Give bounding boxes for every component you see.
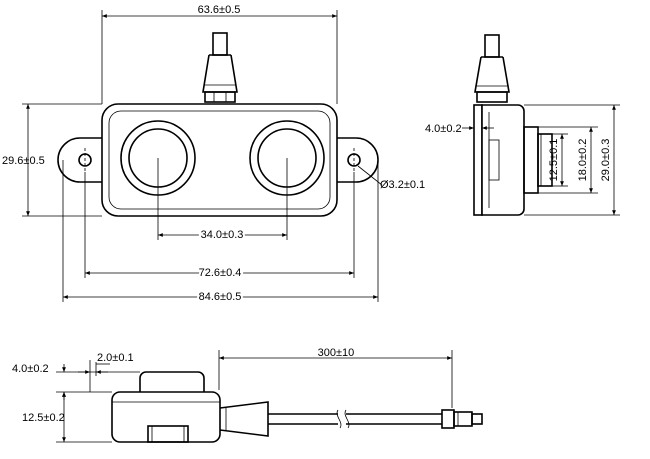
dim-body-height: 12.5±0.2: [22, 412, 65, 424]
dim-height-left: 29.6±0.5: [2, 155, 45, 167]
dim-overall-width: 84.6±0.5: [199, 291, 242, 303]
dim-hole-spacing: 72.6±0.4: [199, 267, 242, 279]
side-view: 4.0±0.2 12.5±0.1 18.0±0.2 29.0±0.3: [425, 34, 620, 216]
dim-width-top: 63.6±0.5: [198, 4, 241, 16]
dim-hole-diameter: Ø3.2±0.1: [380, 179, 425, 191]
main-body: [101, 103, 338, 217]
connector-top: [202, 32, 238, 103]
dim-sensor-spacing: 34.0±0.3: [201, 229, 244, 241]
dim-flange-thickness: 4.0±0.2: [425, 123, 462, 135]
svg-text:34.0±0.3: 34.0±0.3: [201, 229, 244, 241]
dim-lip: 2.0±0.1: [97, 352, 134, 364]
dim-top-step: 4.0±0.2: [12, 363, 49, 375]
dim-overall-height: 29.0±0.3: [600, 139, 612, 182]
svg-text:84.6±0.5: 84.6±0.5: [199, 291, 242, 303]
bottom-body: [111, 391, 221, 443]
bottom-view: 300±10 4.0±0.2 2.0±0.1 12.5±0.2: [12, 347, 483, 443]
dim-cable-length: 300±10: [318, 347, 355, 359]
dim-mid-height: 18.0±0.2: [577, 139, 589, 182]
front-view: 63.6±0.5 29.6±0.5 Ø3.2±0.1 34.0±0.3 34.0…: [2, 4, 425, 305]
svg-text:72.6±0.4: 72.6±0.4: [199, 267, 242, 279]
dim-inner-height: 12.5±0.1: [548, 139, 560, 182]
